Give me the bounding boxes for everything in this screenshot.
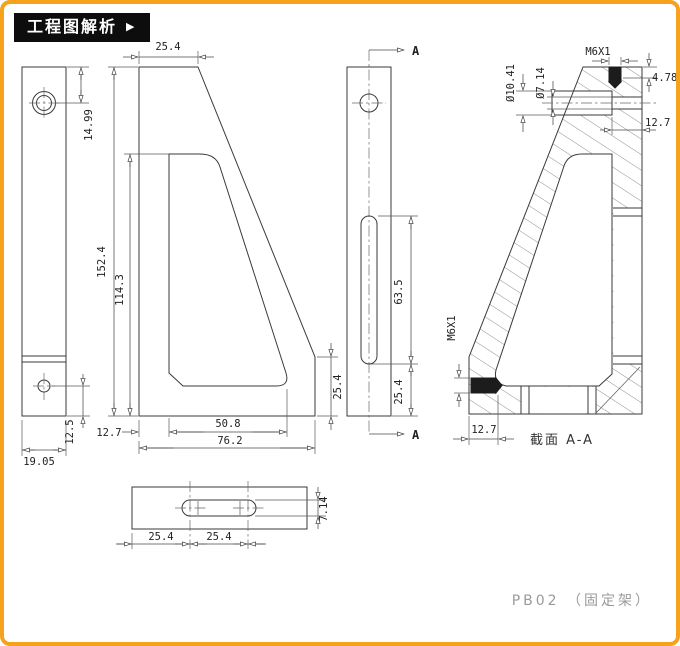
dim-base-width: 76.2 bbox=[217, 435, 242, 447]
dim-slot-length: 63.5 bbox=[393, 279, 405, 304]
dim-top-thread: M6X1 bbox=[585, 46, 610, 58]
engineering-drawing: 14.99 12.5 19.05 25.4 bbox=[21, 41, 677, 549]
dim-slot-width: 7.14 bbox=[318, 496, 330, 521]
dim-thread-depth: 4.78 bbox=[652, 72, 677, 84]
dim-thread-from-bottom: 12.5 bbox=[64, 419, 76, 444]
dim-side-thread: M6X1 bbox=[446, 315, 458, 340]
dim-wall-remaining: 12.7 bbox=[645, 117, 670, 129]
section-label-top: A bbox=[412, 44, 420, 58]
dim-hole-from-top: 14.99 bbox=[83, 109, 95, 141]
dim-slot-from-bottom: 25.4 bbox=[393, 379, 405, 404]
bottom-view: 7.14 25.4 25.4 bbox=[116, 481, 330, 549]
dim-hole-dia: Ø7.14 bbox=[535, 67, 547, 99]
dim-top-width: 25.4 bbox=[155, 41, 180, 53]
section-view: Ø10.41 Ø7.14 M6X1 4.78 12.7 bbox=[446, 46, 677, 448]
dim-height: 152.4 bbox=[96, 246, 108, 278]
dim-depth-width: 19.05 bbox=[23, 456, 55, 468]
dim-thread-reach: 12.7 bbox=[471, 424, 496, 436]
left-side-view: 14.99 12.5 19.05 bbox=[21, 66, 95, 468]
play-icon: ▶ bbox=[126, 20, 137, 33]
front-view: 25.4 152.4 114.3 12.7 50.8 bbox=[96, 41, 344, 454]
dim-pocket-width: 50.8 bbox=[215, 418, 240, 430]
right-side-view: A A 63.5 25.4 bbox=[346, 44, 420, 442]
section-label-bottom: A bbox=[412, 428, 420, 442]
dim-counterbore-dia: Ø10.41 bbox=[505, 64, 517, 102]
dim-wall-thickness: 12.7 bbox=[96, 427, 121, 439]
part-label: PB02 （固定架） bbox=[511, 593, 652, 609]
dim-pocket-height: 114.3 bbox=[114, 274, 126, 306]
dim-step-height: 25.4 bbox=[332, 374, 344, 399]
dim-hole2-offset: 25.4 bbox=[206, 531, 231, 543]
dim-hole1-offset: 25.4 bbox=[148, 531, 173, 543]
page-title: 工程图解析 bbox=[27, 17, 118, 36]
section-caption: 截面 A-A bbox=[530, 433, 594, 448]
title-badge: 工程图解析 ▶ bbox=[14, 13, 151, 42]
